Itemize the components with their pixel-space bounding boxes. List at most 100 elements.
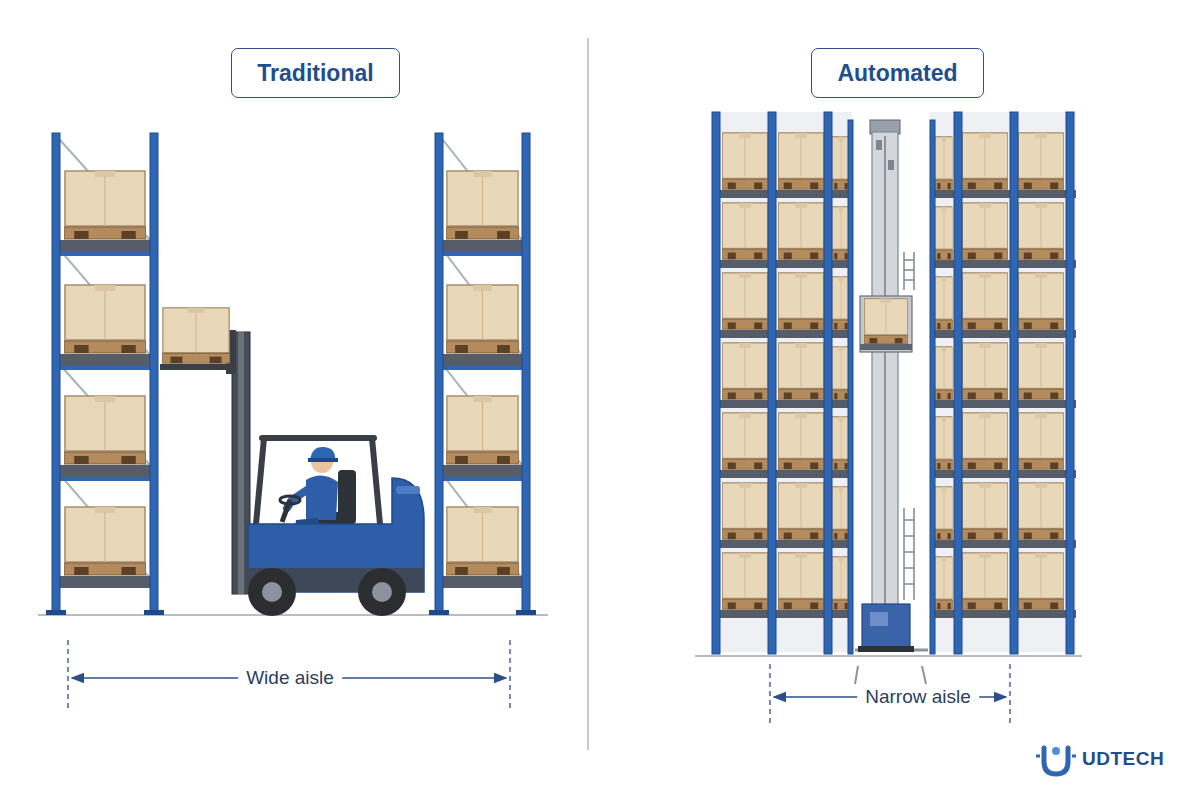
high-bay-rack	[935, 417, 953, 469]
pallet-rack	[446, 396, 519, 464]
pallet-rack	[60, 140, 150, 578]
stacker-crane	[904, 567, 914, 569]
pallet-rack	[443, 252, 522, 256]
pallet-rack	[52, 133, 60, 613]
logo	[1036, 755, 1076, 758]
dimension-line	[769, 664, 770, 724]
crane-rail	[855, 666, 858, 684]
panel-divider	[587, 38, 588, 750]
forklift	[372, 438, 380, 524]
high-bay-rack	[930, 610, 1076, 618]
high-bay-rack	[930, 260, 1076, 268]
high-bay-rack	[930, 190, 1076, 618]
pallet-rack	[60, 354, 150, 366]
high-bay-rack	[778, 133, 824, 189]
forklift	[262, 582, 282, 602]
stacker-crane	[888, 160, 894, 170]
forklift	[372, 582, 392, 602]
high-bay-rack	[962, 343, 1008, 399]
pallet-rack	[443, 465, 522, 477]
pallet-rack	[60, 140, 150, 578]
stacker-crane	[904, 519, 914, 521]
pallet-rack	[443, 140, 522, 578]
dimension-label: Wide aisle	[238, 667, 342, 689]
high-bay-rack	[778, 273, 824, 329]
pallet-rack	[435, 133, 443, 613]
floor-line	[38, 614, 548, 616]
high-bay-rack	[824, 112, 832, 654]
forklift	[160, 364, 232, 370]
logo-text: UDTECH	[1082, 748, 1164, 770]
pallet-rack	[446, 171, 519, 239]
forklift	[248, 568, 296, 616]
high-bay-rack	[1018, 273, 1064, 329]
stacker-crane	[864, 299, 908, 344]
forklift	[308, 458, 338, 462]
high-bay-rack	[722, 203, 768, 259]
high-bay-rack	[962, 553, 1008, 609]
stacker-crane	[904, 269, 914, 271]
pallet-rack	[443, 477, 522, 481]
pallet-rack	[60, 477, 150, 481]
forklift	[256, 438, 380, 524]
high-bay-rack	[778, 553, 824, 609]
high-bay-rack	[1010, 112, 1018, 654]
high-bay-rack	[722, 483, 768, 539]
forklift	[280, 496, 300, 504]
stacker-crane	[860, 296, 912, 352]
high-bay-rack	[962, 483, 1008, 539]
dimension-line	[770, 664, 1010, 724]
high-bay-rack	[768, 112, 776, 654]
high-bay-rack	[832, 277, 850, 329]
pallet-rack	[60, 252, 150, 256]
high-bay-rack	[832, 207, 850, 259]
pallet-rack	[443, 576, 522, 588]
high-bay-rack	[722, 553, 768, 609]
high-bay-rack	[832, 417, 850, 469]
pallet-rack	[46, 133, 164, 615]
high-bay-rack	[962, 203, 1008, 259]
high-bay-rack	[930, 540, 1076, 548]
high-bay-rack	[722, 133, 768, 189]
stacker-crane	[870, 612, 888, 626]
stacker-crane	[913, 252, 915, 290]
dimension-line	[1009, 664, 1010, 724]
high-bay-rack	[930, 112, 1076, 654]
high-bay-rack	[935, 277, 953, 329]
logo	[1030, 733, 1186, 785]
high-bay-rack	[930, 400, 1076, 408]
pallet-rack	[60, 366, 150, 370]
stacker-crane	[884, 136, 886, 606]
high-bay-rack	[712, 112, 853, 654]
logo	[1044, 748, 1068, 774]
forklift	[306, 475, 338, 520]
high-bay-rack	[832, 557, 850, 609]
floor-line	[695, 656, 1082, 657]
stacker-crane	[904, 252, 914, 600]
stacker-crane	[903, 252, 905, 290]
stacker-crane	[904, 259, 914, 261]
stacker-crane	[858, 646, 914, 652]
high-bay-rack	[832, 487, 850, 539]
pallet-rack	[150, 133, 158, 613]
high-bay-rack	[962, 413, 1008, 469]
heading-box: Automated	[811, 48, 984, 98]
forklift	[160, 308, 424, 616]
stacker-crane	[860, 344, 912, 350]
crane-rail	[855, 650, 928, 684]
high-bay-rack	[778, 413, 824, 469]
pallet-rack	[446, 285, 519, 353]
dimension-line	[68, 640, 510, 708]
high-bay-rack	[935, 487, 953, 539]
pallet-rack	[64, 507, 146, 575]
forklift	[238, 332, 244, 594]
stacker-crane	[904, 279, 914, 281]
stacker-crane	[872, 132, 898, 610]
high-bay-rack	[930, 112, 1074, 654]
stacker-crane	[904, 583, 914, 585]
stacker-crane	[913, 508, 915, 600]
pallet-rack	[144, 610, 164, 615]
heading-box: Traditional	[231, 48, 400, 98]
